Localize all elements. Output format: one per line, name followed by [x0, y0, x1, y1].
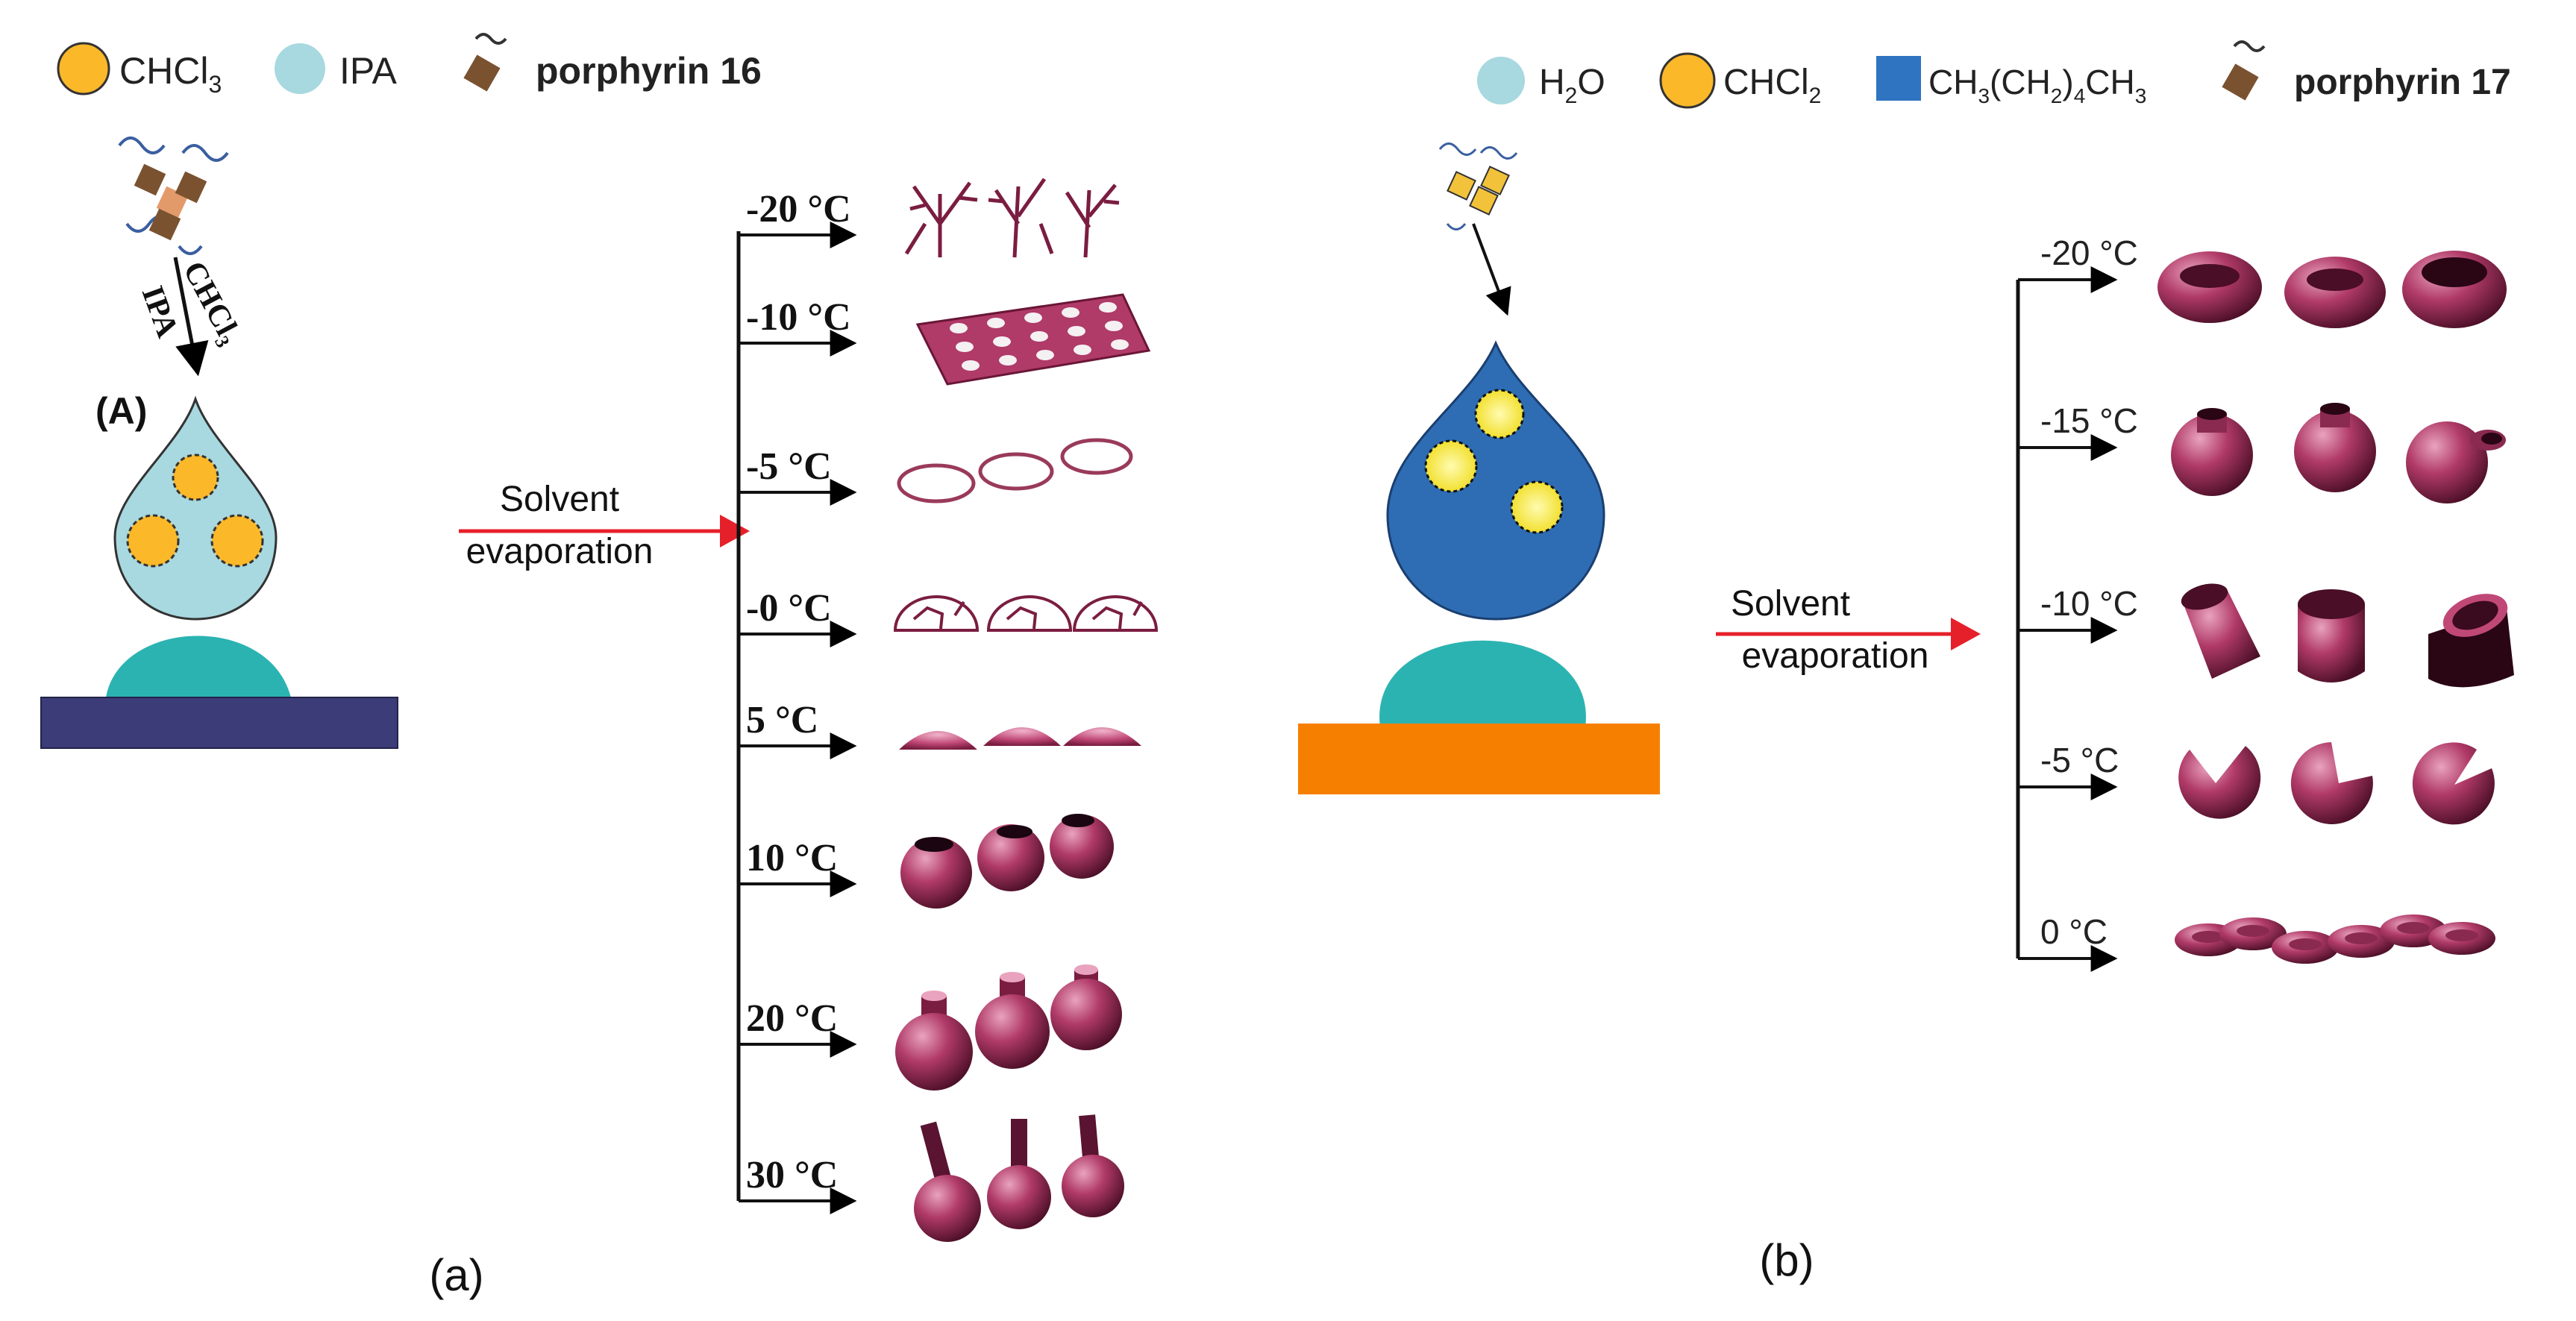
temp-label-b: -15 °C: [2040, 401, 2138, 440]
pore: [1062, 307, 1079, 318]
morphology-rings: [897, 438, 1133, 503]
h2o-swatch: [1477, 57, 1525, 104]
caption-b: (b): [1759, 1235, 1814, 1285]
evaporation-label-a: evaporation: [466, 532, 654, 571]
disc-dimple: [2397, 922, 2430, 934]
temp-label-a: 30 °C: [746, 1154, 838, 1196]
morphology-cages: [893, 595, 1159, 632]
porphyrin-17-icon: [2222, 40, 2266, 101]
micelles-b: [1424, 389, 1564, 534]
panel-a: CHCl3 IPA porphyrin 16 CHCl3 IPA (A): [40, 33, 1159, 1300]
temp-label-a: 10 °C: [746, 837, 838, 879]
pore: [999, 355, 1017, 365]
temp-label-a: 5 °C: [746, 699, 818, 741]
disc-dimple: [2345, 932, 2378, 944]
temp-label-a: -10 °C: [746, 296, 851, 339]
legend-b: H2O CHCl2 CH3(CH2)4CH3 porphyrin 17: [1477, 40, 2511, 109]
pore: [1099, 302, 1117, 313]
morphology-porous-film: [915, 293, 1151, 386]
temp-label-b: -20 °C: [2040, 233, 2138, 272]
pore: [1030, 331, 1048, 342]
morphology-pacman: [2178, 742, 2495, 825]
ipa-swatch: [275, 43, 325, 94]
pore: [1111, 339, 1129, 350]
caption-a: (a): [429, 1250, 483, 1300]
legend-b-hexane: CH3(CH2)4CH3: [1928, 63, 2146, 107]
micelle: [1510, 480, 1564, 534]
porphyrin-16-icon: [463, 33, 507, 92]
pore: [1068, 326, 1085, 336]
porphyrin-cluster-b-icon: [1438, 142, 1518, 230]
pore: [987, 318, 1005, 328]
chcl2-swatch: [1659, 52, 1716, 109]
disc-dimple: [2237, 925, 2269, 937]
drop-label-a: (A): [95, 390, 147, 432]
micelle: [126, 514, 180, 568]
disc-dimple: [2289, 938, 2322, 950]
temp-label-a: -5 °C: [746, 445, 832, 488]
chcl3-swatch: [57, 42, 110, 95]
legend-a: CHCl3 IPA porphyrin 16: [57, 33, 762, 98]
pore: [956, 342, 974, 352]
solvent-label-b: Solvent: [1731, 584, 1850, 624]
temp-ticks-b: -20 °C -15 °C -10 °C -5 °C 0 °C: [2018, 233, 2138, 972]
morphology-dendrites: [904, 178, 1120, 258]
inlet-ipa: IPA: [135, 282, 185, 342]
legend-a-chcl3: CHCl3: [119, 50, 222, 98]
evap-arrowhead-a: [720, 515, 750, 547]
disc-dimple: [2192, 931, 2225, 943]
solvent-label-a: Solvent: [500, 480, 619, 519]
substrate-b: [1298, 724, 1660, 794]
hexane-swatch: [1876, 56, 1921, 101]
panel-b: H2O CHCl2 CH3(CH2)4CH3 porphyrin 17: [1298, 40, 2514, 1285]
micelles-a: [126, 454, 264, 568]
morphology-mouthed-bowls: [2171, 403, 2506, 503]
droplet-b: [1386, 340, 1605, 621]
legend-b-h2o: H2O: [1539, 63, 1605, 108]
pore: [1036, 350, 1054, 360]
micelle: [172, 454, 219, 501]
legend-b-chcl2: CHCl2: [1723, 63, 1821, 108]
porphyrin-cluster-icon: [118, 137, 229, 255]
pore: [1074, 345, 1091, 355]
temp-label-a: -20 °C: [746, 188, 851, 230]
morphology-open-spheres: [900, 814, 1114, 909]
temp-label-b: -5 °C: [2040, 741, 2119, 779]
morphology-bowls: [2157, 251, 2507, 328]
micelle: [1474, 389, 1525, 439]
micelle: [210, 514, 264, 568]
morphology-necked-spheres: [895, 964, 1122, 1091]
pore: [1024, 313, 1042, 323]
evap-arrowhead-b: [1951, 618, 1981, 650]
morphology-tubes: [2181, 583, 2514, 688]
inlet-arrow-a: [173, 257, 209, 377]
inlet-arrow-b: [1472, 223, 1511, 316]
evaporation-label-b: evaporation: [1742, 636, 1929, 676]
morphology-domes: [899, 727, 1141, 750]
temp-ticks-a: -20 °C -10 °C -5 °C -0 °C 5 °C 10 °C 20 °C 30 °…: [739, 188, 857, 1214]
legend-a-ipa: IPA: [339, 50, 398, 92]
disc-dimple: [2445, 929, 2478, 941]
legend-b-porphyrin: porphyrin 17: [2294, 63, 2511, 102]
morphology-discs: [2175, 914, 2495, 964]
temp-label-a: -0 °C: [746, 587, 832, 630]
water-cap-a: [106, 636, 291, 697]
temp-label-a: 20 °C: [746, 997, 838, 1040]
pore: [962, 360, 980, 371]
morphology-stemmed-spheres: [914, 1114, 1124, 1242]
micelle: [1424, 439, 1478, 493]
water-cap-b: [1379, 640, 1586, 727]
droplet-a: [113, 395, 278, 621]
temp-label-b: -10 °C: [2040, 584, 2138, 623]
temp-label-b: 0 °C: [2040, 912, 2108, 951]
legend-a-porphyrin: porphyrin 16: [536, 50, 762, 92]
substrate-a: [40, 697, 398, 749]
pore: [950, 323, 968, 333]
pore: [1105, 321, 1123, 331]
pore: [993, 336, 1011, 347]
